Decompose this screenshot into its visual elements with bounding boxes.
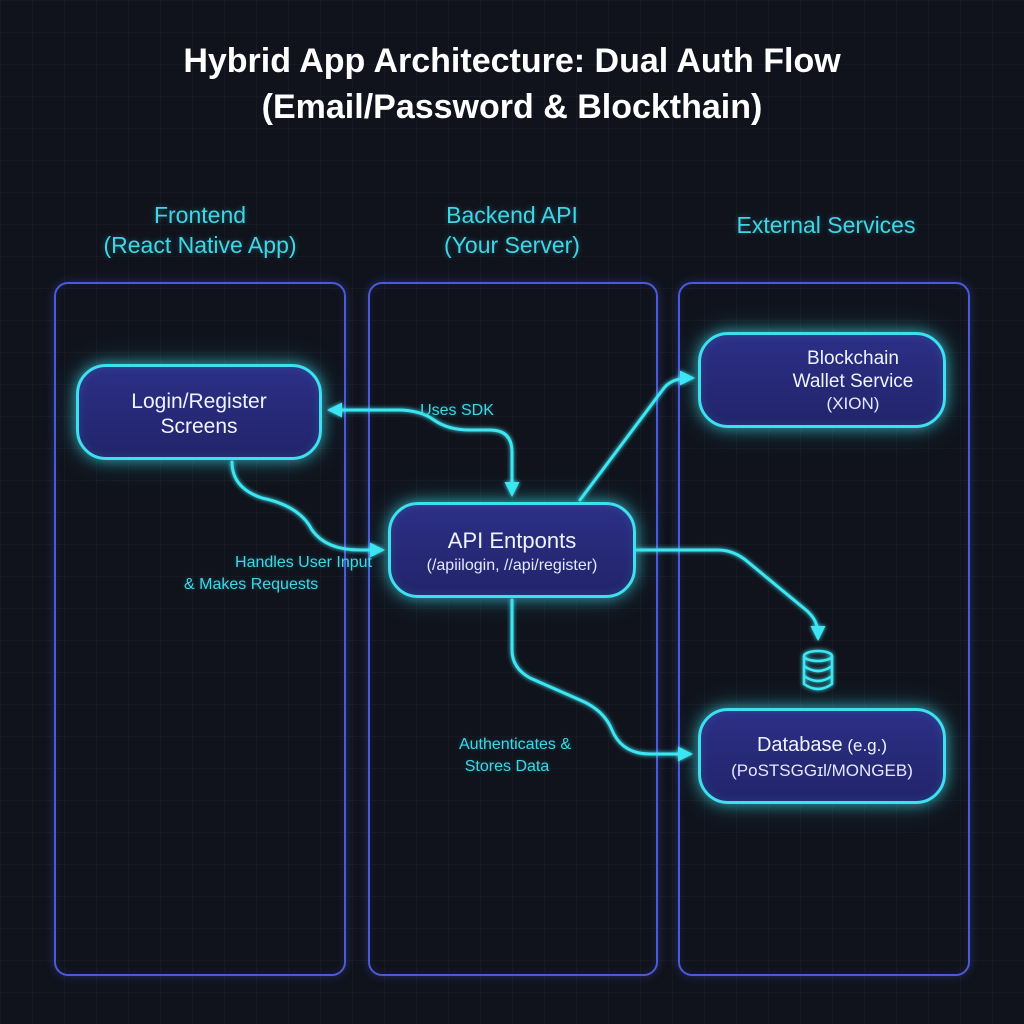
node-database-title-main: Database xyxy=(756,734,843,756)
edge-label-handles-input-line-1: Handles User Input xyxy=(235,554,372,571)
node-api-endpoints-title: API Entponts xyxy=(447,528,577,553)
node-login-register-line-2: Screens xyxy=(160,415,238,438)
node-wallet-service: Blockchain Wallet Service (XION) xyxy=(698,332,946,428)
column-header-backend: Backend API (Your Server) xyxy=(372,200,652,260)
column-header-frontend-line-2: (React Native App) xyxy=(103,232,297,258)
lane-frontend xyxy=(54,282,346,976)
column-header-external: External Services xyxy=(684,210,968,240)
diagram-title-line-1: Hybrid App Architecture: Dual Auth Flow xyxy=(183,42,841,80)
edge-label-authenticates-line-1: Authenticates & xyxy=(458,736,572,753)
node-wallet-service-line-1: Blockchain xyxy=(807,348,899,369)
node-wallet-service-line-2: Wallet Service xyxy=(792,371,914,392)
column-header-backend-line-2: (Your Server) xyxy=(444,232,580,258)
node-database-title-suffix: (e.g.) xyxy=(842,736,888,755)
node-wallet-service-provider: (XION) xyxy=(826,394,880,413)
node-api-endpoints: API Entponts (/apiilogin, //api/register… xyxy=(388,502,636,598)
node-database: Database (e.g.) (PoSTSGGɪl/MONGEB) xyxy=(698,708,946,804)
diagram-title-line-2: (Email/Password & Blockthain) xyxy=(261,88,763,126)
node-login-register: Login/Register Screens xyxy=(76,364,322,460)
edge-label-handles-input: Handles User Input & Makes Requests xyxy=(172,552,372,596)
node-login-register-line-1: Login/Register xyxy=(131,390,267,413)
edge-label-handles-input-line-2: & Makes Requests xyxy=(184,576,319,593)
column-header-backend-line-1: Backend API xyxy=(446,202,578,228)
edge-label-uses-sdk: Uses SDK xyxy=(420,402,494,419)
column-header-external-line-1: External Services xyxy=(736,212,916,238)
node-database-examples: (PoSTSGGɪl/MONGEB) xyxy=(731,761,913,780)
node-database-title: Database (e.g.) xyxy=(701,733,943,758)
edge-label-authenticates-line-2: Stores Data xyxy=(464,758,550,775)
column-header-frontend-line-1: Frontend xyxy=(153,202,247,228)
column-header-frontend: Frontend (React Native App) xyxy=(60,200,340,260)
node-api-endpoints-routes: (/apiilogin, //api/register) xyxy=(426,557,598,574)
lane-backend xyxy=(368,282,658,976)
edge-label-authenticates: Authenticates & Stores Data xyxy=(440,734,590,778)
